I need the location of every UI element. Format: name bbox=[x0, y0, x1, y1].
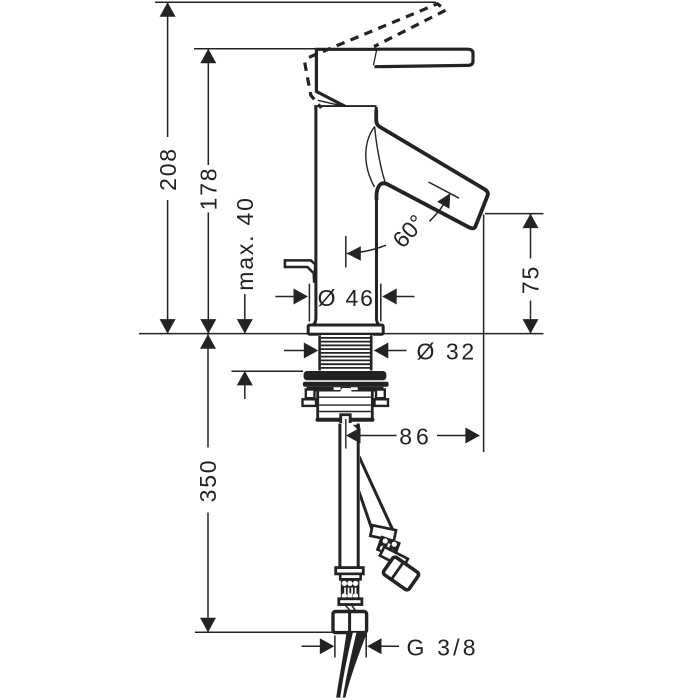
svg-text:86: 86 bbox=[399, 424, 433, 450]
svg-text:178: 178 bbox=[196, 167, 222, 211]
svg-text:75: 75 bbox=[518, 265, 544, 294]
svg-text:Ø 46: Ø 46 bbox=[318, 285, 375, 311]
svg-text:208: 208 bbox=[155, 147, 181, 191]
svg-text:350: 350 bbox=[195, 459, 221, 503]
svg-text:Ø 32: Ø 32 bbox=[416, 339, 476, 365]
svg-text:max. 40: max. 40 bbox=[232, 196, 258, 290]
svg-text:G 3/8: G 3/8 bbox=[407, 634, 479, 660]
